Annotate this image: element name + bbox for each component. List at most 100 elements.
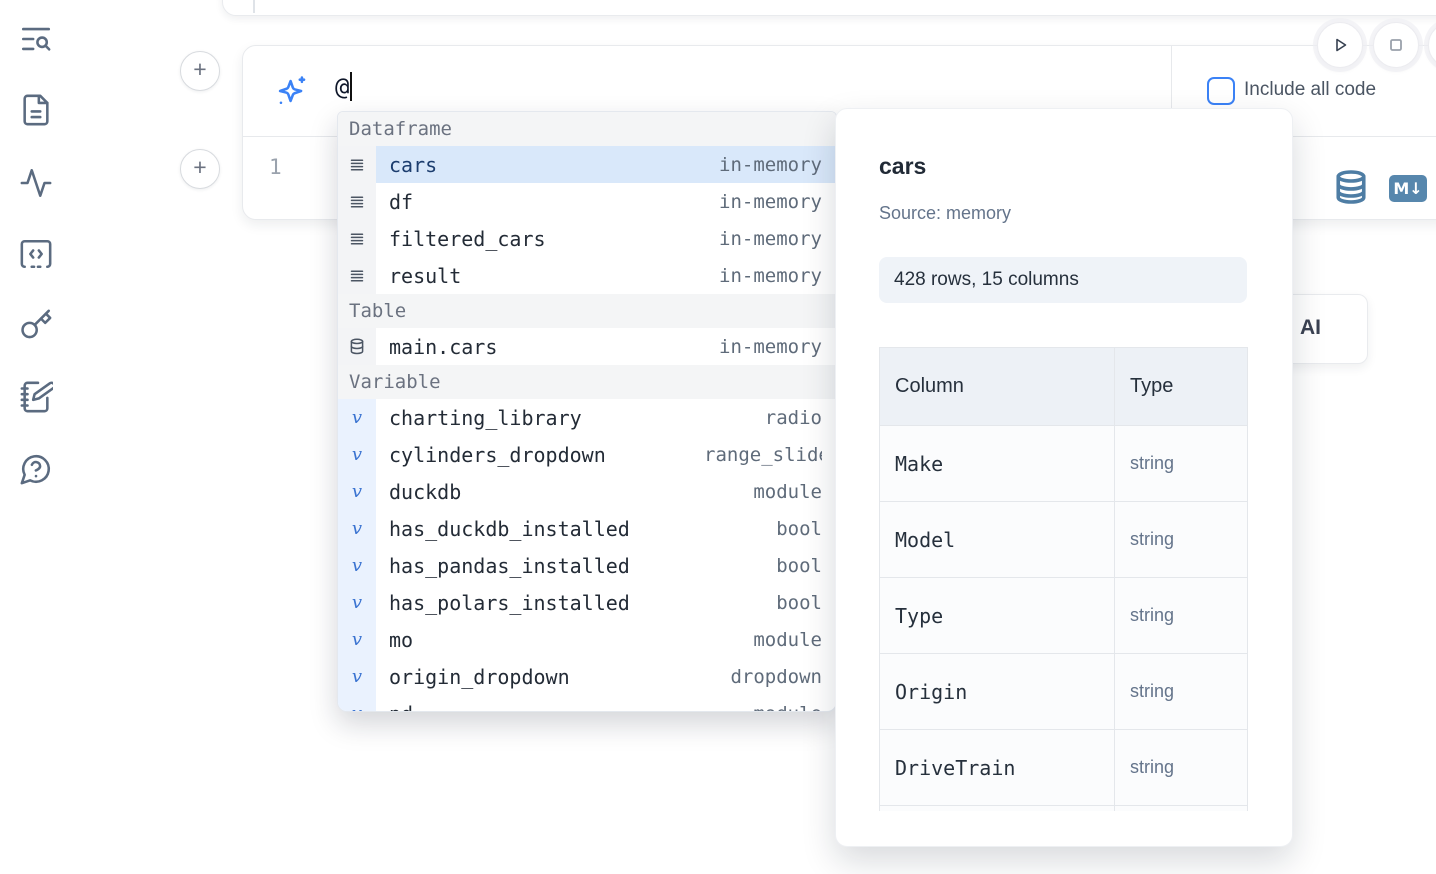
item-type: in-memory	[719, 264, 822, 287]
dataframe-icon	[338, 183, 376, 220]
stop-button[interactable]	[1373, 22, 1419, 68]
item-name: filtered_cars	[389, 226, 546, 251]
preview-shape-badge: 428 rows, 15 columns	[879, 257, 1247, 303]
line-number: 1	[269, 155, 282, 179]
code-editor-row[interactable]: 1 M↓	[243, 137, 1436, 219]
sidebar-file-text-icon[interactable]	[19, 93, 53, 127]
include-all-code-checkbox[interactable]	[1207, 77, 1235, 105]
run-cell-button[interactable]	[1317, 22, 1363, 68]
autocomplete-item-main: main.cars in-memory	[376, 328, 836, 365]
autocomplete-section-header: Table	[338, 294, 836, 328]
variable-icon: v	[338, 621, 376, 658]
variable-icon: v	[338, 399, 376, 436]
item-type: in-memory	[719, 190, 822, 213]
autocomplete-item-main: has_duckdb_installed bool	[376, 510, 836, 547]
item-name: charting_library	[389, 405, 582, 430]
item-type: bool	[776, 554, 822, 577]
preview-source: Source: memory	[879, 203, 1012, 223]
variable-icon: v	[338, 547, 376, 584]
dataframe-icon	[338, 146, 376, 183]
sidebar-activity-icon[interactable]	[19, 166, 53, 200]
database-icon	[1336, 170, 1366, 204]
sidebar-text-search-icon[interactable]	[19, 22, 53, 56]
item-type: dropdown	[730, 665, 822, 688]
variable-icon: v	[338, 473, 376, 510]
item-name: main.cars	[389, 334, 498, 359]
preview-title: cars	[879, 153, 927, 179]
add-cell-above-button[interactable]: +	[180, 51, 220, 91]
autocomplete-item-main: pdmodule	[376, 695, 836, 712]
item-type: module	[753, 703, 822, 712]
text-cursor	[350, 72, 353, 101]
item-type: radio	[764, 406, 822, 429]
markdown-icon[interactable]: M↓	[1389, 175, 1427, 202]
table-header: Column	[879, 347, 1115, 426]
table-icon	[338, 328, 376, 365]
ai-prompt-input[interactable]: @	[335, 72, 353, 101]
autocomplete-item-pd[interactable]: vpdmodule	[338, 695, 836, 712]
item-type: module	[753, 628, 822, 651]
column-type-cell	[1114, 805, 1248, 811]
sidebar-key-icon[interactable]	[19, 308, 53, 342]
sidebar-notebook-pen-icon[interactable]	[19, 380, 53, 414]
autocomplete-item-main: mo module	[376, 621, 836, 658]
sidebar-message-question-icon[interactable]	[19, 452, 53, 486]
autocomplete-section-header: Dataframe	[338, 112, 836, 146]
dataframe-icon	[338, 257, 376, 294]
sidebar-square-code-dashed-icon[interactable]	[19, 237, 53, 271]
autocomplete-item-filtered_cars[interactable]: filtered_cars in-memory	[338, 220, 836, 257]
prompt-value: @	[335, 73, 350, 101]
item-type: range_slider	[704, 443, 822, 466]
sidebar	[0, 0, 72, 874]
previous-cell-gutter-line	[253, 0, 255, 13]
ai-prompt-row: @ Include all code	[243, 46, 1436, 136]
prompt-divider	[1171, 46, 1172, 136]
dataframe-preview-panel: cars Source: memory 428 rows, 15 columns…	[835, 108, 1293, 847]
column-name-cell: Model	[879, 501, 1115, 578]
autocomplete-item-main: has_pandas_installed bool	[376, 547, 836, 584]
column-type-cell: string	[1114, 653, 1248, 730]
column-name-cell	[879, 805, 1115, 811]
column-type-cell: string	[1114, 425, 1248, 502]
item-type: bool	[776, 517, 822, 540]
item-name: has_duckdb_installed	[389, 516, 630, 541]
column-type-cell: string	[1114, 501, 1248, 578]
previous-cell-edge	[222, 0, 1436, 16]
column-type-cell: string	[1114, 729, 1248, 806]
autocomplete-item-charting_library[interactable]: v charting_library radio	[338, 399, 836, 436]
play-icon	[1336, 38, 1347, 52]
autocomplete-item-main.cars[interactable]: main.cars in-memory	[338, 328, 836, 365]
item-name: duckdb	[389, 479, 462, 504]
variable-icon: v	[338, 584, 376, 621]
autocomplete-item-has_pandas_installed[interactable]: v has_pandas_installed bool	[338, 547, 836, 584]
item-type: in-memory	[719, 335, 822, 358]
autocomplete-section-header: Variable	[338, 365, 836, 399]
datasource-button[interactable]	[1333, 168, 1369, 206]
add-cell-below-button[interactable]: +	[180, 149, 220, 189]
item-name: has_pandas_installed	[389, 553, 630, 578]
item-name: mo	[389, 627, 414, 652]
table-row	[879, 805, 1248, 811]
item-type: bool	[776, 591, 822, 614]
item-type: in-memory	[719, 227, 822, 250]
